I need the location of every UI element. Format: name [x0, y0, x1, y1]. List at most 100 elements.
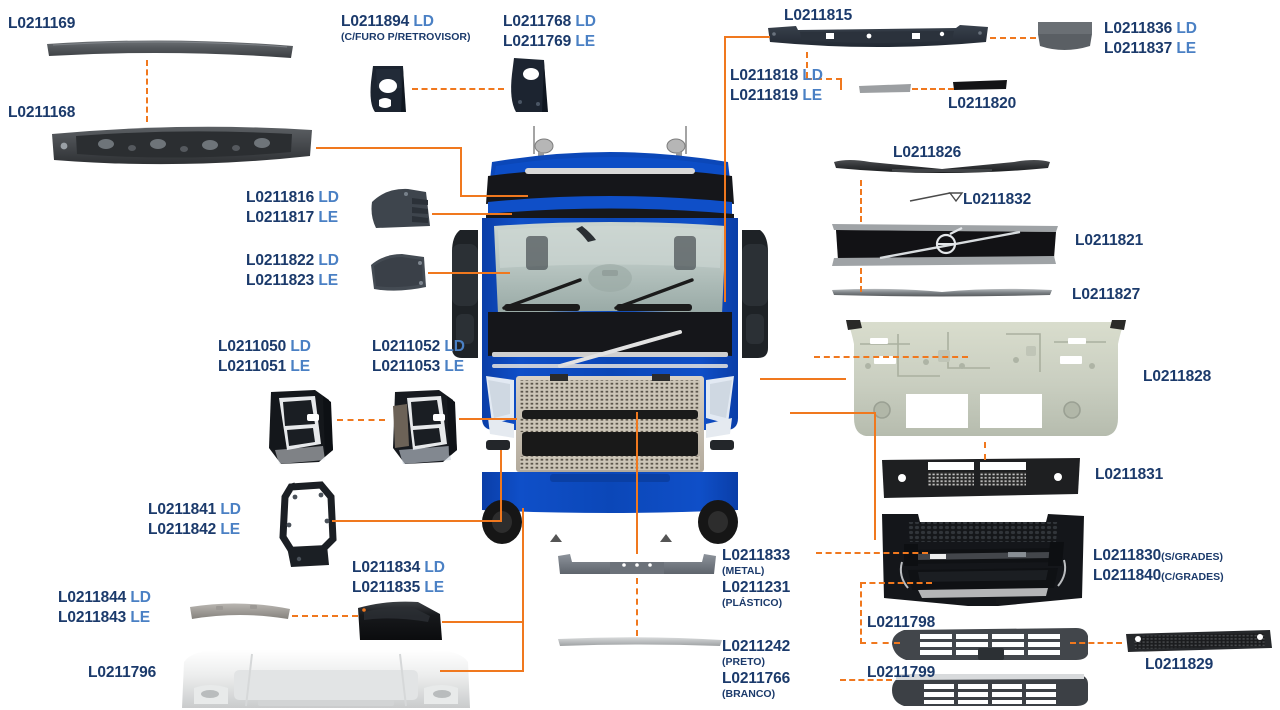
part-code: L0211050 — [218, 338, 287, 355]
label-L0211827: L0211827 — [1072, 285, 1140, 304]
part-code: L0211827 — [1072, 286, 1141, 303]
part-L0211836 — [1036, 20, 1094, 54]
part-code: L0211836 — [1104, 20, 1173, 37]
part-L0211798 — [890, 626, 1090, 664]
part-code: L0211831 — [1095, 466, 1164, 483]
side-suffix: LD — [318, 189, 339, 206]
connector-L0211168-to-cab-h1 — [316, 147, 462, 149]
dashed-L0211818-v2 — [840, 78, 842, 90]
connector-L0211815-to-cab-h — [724, 36, 770, 38]
label-L0211833: L0211833 (METAL) — [722, 546, 790, 578]
part-L0211827 — [830, 286, 1054, 298]
part-L0211841 — [277, 481, 337, 569]
part-L0211894 — [365, 62, 411, 116]
part-code: L0211835 — [352, 579, 421, 596]
part-code: L0211815 — [784, 7, 853, 24]
part-L0211799 — [890, 674, 1090, 710]
side-suffix: LE — [130, 609, 150, 626]
dashed-L0211798-h2 — [860, 642, 900, 644]
dashed-L0211826-L0211821 — [860, 180, 862, 222]
part-L0211815 — [766, 22, 990, 56]
label-L0211815: L0211815 — [784, 6, 852, 25]
label-L0211766: L0211766 (BRANCO) — [722, 669, 790, 701]
label-L0211822: L0211822 LD — [246, 251, 339, 270]
part-code: L0211834 — [352, 559, 421, 576]
dashed-L0211830-left — [816, 552, 928, 554]
part-L0211816 — [368, 186, 434, 232]
part-code: L0211828 — [1143, 368, 1212, 385]
part-L0211830 — [878, 510, 1088, 610]
label-L0211894: L0211894 LD (C/FURO P/RETROVISOR) — [341, 12, 471, 44]
part-code: L0211819 — [730, 87, 799, 104]
part-code: L0211821 — [1075, 232, 1144, 249]
part-code: L0211242 — [722, 638, 791, 655]
part-code: L0211841 — [148, 501, 217, 518]
side-suffix: LE — [575, 33, 595, 50]
connector-L0211815-to-cab-v — [724, 36, 726, 302]
dashed-L0211828-L0211831 — [984, 442, 986, 460]
part-code: L0211823 — [246, 272, 315, 289]
side-suffix: LD — [318, 252, 339, 269]
part-code: L0211796 — [88, 664, 157, 681]
part-code: L0211768 — [503, 13, 572, 30]
side-suffix: LE — [290, 358, 310, 375]
label-L0211832: L0211832 — [963, 190, 1031, 209]
dashed-L0211818-v1 — [806, 52, 808, 78]
connector-L0211830-to-cab-v — [874, 412, 876, 540]
part-L0211050 — [259, 388, 339, 468]
part-code: L0211052 — [372, 338, 441, 355]
label-L0211817: L0211817 LE — [246, 208, 338, 227]
dashed-L0211828-left — [814, 356, 968, 358]
part-L0211820 — [952, 79, 1008, 92]
part-note: (C/FURO P/RETROVISOR) — [341, 31, 471, 43]
label-L0211051: L0211051 LE — [218, 357, 310, 376]
connector-L0211816-to-cab — [432, 213, 512, 215]
part-L0211242 — [556, 635, 724, 649]
part-code: L0211837 — [1104, 40, 1173, 57]
connector-L0211796-to-cab-v — [522, 508, 524, 672]
connector-L0211841-to-cab-v — [500, 450, 502, 522]
part-code: L0211053 — [372, 358, 441, 375]
part-code: L0211843 — [58, 609, 127, 626]
connector-L0211168-to-cab-h2 — [460, 195, 528, 197]
label-L0211052: L0211052 LD — [372, 337, 465, 356]
side-suffix: LE — [424, 579, 444, 596]
label-L0211821: L0211821 — [1075, 231, 1143, 250]
part-L0211169 — [45, 36, 295, 66]
part-code: L0211833 — [722, 547, 791, 564]
part-L0211832 — [908, 191, 966, 207]
dashed-L0211818-h — [806, 78, 842, 80]
part-code: L0211820 — [948, 95, 1017, 112]
label-L0211829: L0211829 — [1145, 655, 1213, 674]
part-code: L0211829 — [1145, 656, 1214, 673]
dashed-L0211798-h1 — [860, 582, 932, 584]
dashed-L0211894-L0211768 — [412, 88, 504, 90]
label-L0211834: L0211834 LD — [352, 558, 445, 577]
part-note: (PLÁSTICO) — [722, 597, 783, 609]
label-L0211828: L0211828 — [1143, 367, 1211, 386]
side-suffix: LD — [802, 67, 823, 84]
label-L0211798: L0211798 — [867, 613, 935, 632]
connector-L0211841-to-cab-h — [332, 520, 502, 522]
label-L0211823: L0211823 LE — [246, 271, 338, 290]
connector-L0211168-to-cab-v — [460, 147, 462, 197]
part-L0211829 — [1122, 628, 1274, 656]
part-note: (C/GRADES) — [1161, 571, 1224, 583]
label-L0211830: L0211830(S/GRADES) — [1093, 546, 1223, 567]
label-L0211796: L0211796 — [88, 663, 156, 682]
dashed-L0211799-h — [840, 679, 892, 681]
part-code: L0211798 — [867, 614, 936, 631]
part-code: L0211822 — [246, 252, 315, 269]
label-L0211168: L0211168 — [8, 103, 75, 122]
label-L0211169: L0211169 — [8, 14, 75, 33]
part-L0211796 — [180, 648, 472, 710]
dashed-L0211169-L0211168 — [146, 60, 148, 122]
dashed-L0211844-L0211834 — [292, 615, 358, 617]
label-L0211768: L0211768 LD — [503, 12, 596, 31]
side-suffix: LD — [424, 559, 445, 576]
label-L0211844: L0211844 LD — [58, 588, 151, 607]
label-L0211842: L0211842 LE — [148, 520, 240, 539]
connector-L0211052-to-cab — [459, 418, 517, 420]
part-code: L0211842 — [148, 521, 217, 538]
part-L0211052 — [383, 388, 463, 468]
